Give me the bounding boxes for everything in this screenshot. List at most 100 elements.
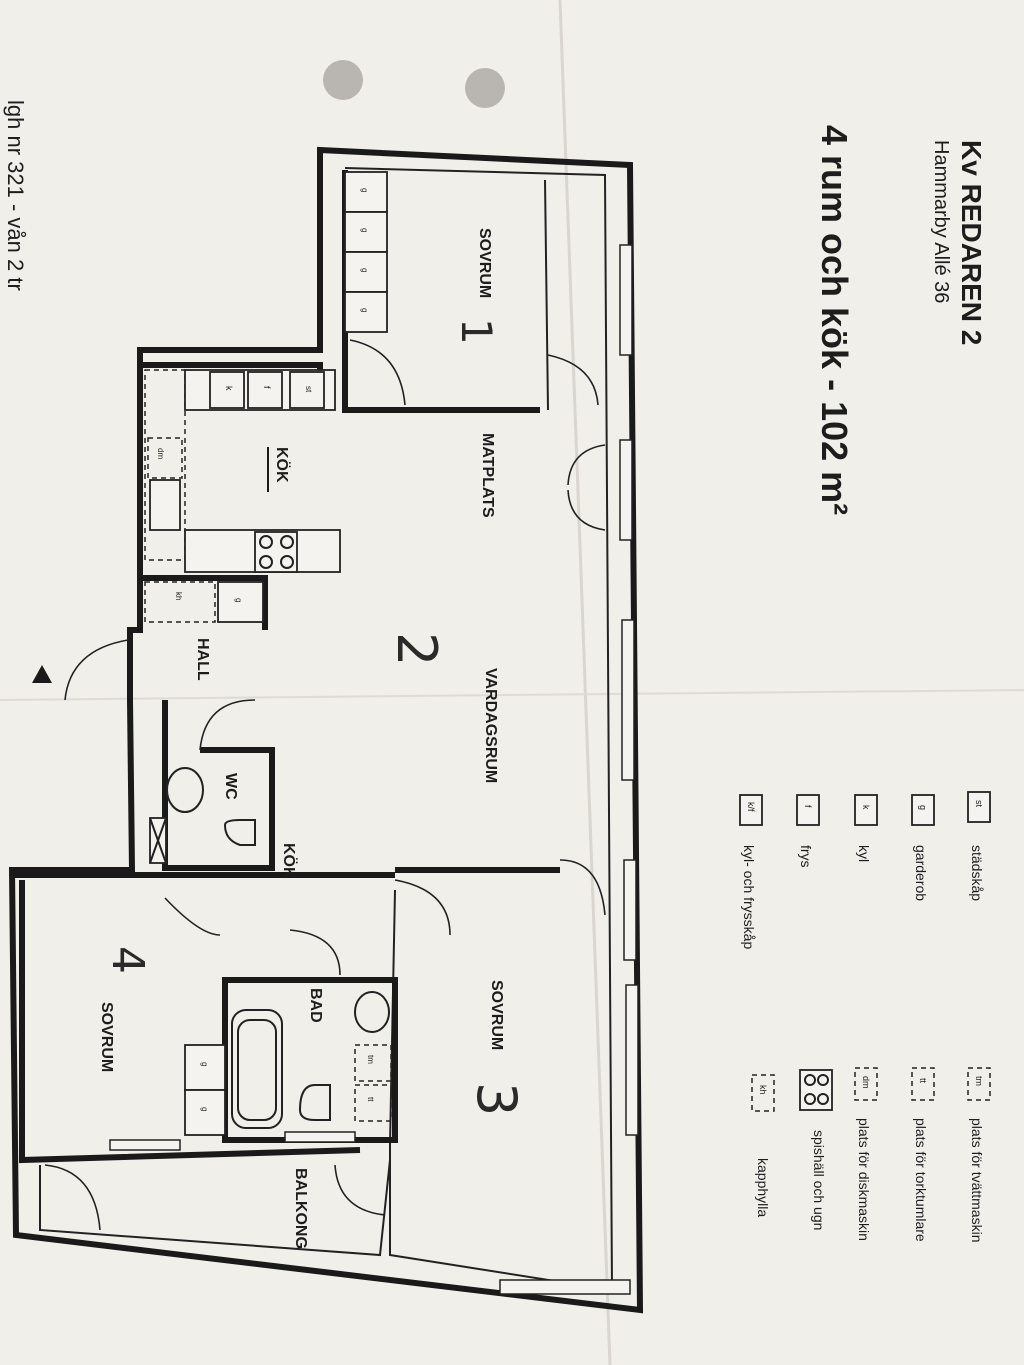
- door-arc: [289, 929, 341, 976]
- window: [623, 859, 637, 961]
- svg-text:st: st: [304, 386, 313, 393]
- bath-sink: [354, 991, 390, 1033]
- wardrobe-row: g g g g: [344, 171, 388, 333]
- legend-item: kapphylla spishäll och ugn: [799, 1069, 833, 1230]
- door-arc: [199, 699, 256, 751]
- svg-text:g: g: [360, 228, 369, 232]
- legend-item: k/f kyl- och frysskåp: [739, 794, 763, 949]
- floor-plan: g g g g k f st dm: [8, 146, 644, 1314]
- window: [109, 1139, 181, 1151]
- svg-text:plats för diskmaskin: plats för diskmaskin: [856, 1118, 872, 1241]
- entrance-door: [64, 639, 129, 701]
- svg-text:g: g: [200, 1062, 209, 1066]
- window: [619, 244, 633, 356]
- paper-fold: [558, 0, 612, 1365]
- door-arc: [394, 879, 451, 936]
- svg-text:g: g: [360, 308, 369, 312]
- handwritten-number: 4: [102, 946, 153, 974]
- door-arc: [334, 1164, 386, 1216]
- svg-text:k/f: k/f: [746, 802, 756, 812]
- legend-item: st städskåp: [967, 791, 991, 901]
- handwritten-number: 1: [452, 318, 501, 345]
- toilet: [223, 819, 256, 846]
- kitchen-counter: [144, 369, 186, 561]
- door-arc: [567, 489, 606, 531]
- svg-text:tm: tm: [974, 1076, 984, 1086]
- wardrobe-row: g g: [184, 1044, 226, 1136]
- paper-fold: [0, 689, 1024, 701]
- door-arc: [547, 354, 599, 406]
- wardrobe: [217, 581, 264, 623]
- door-arc: [164, 897, 221, 936]
- svg-text:st: st: [974, 800, 984, 808]
- legend-item: tm plats för tvättmaskin: [967, 1067, 991, 1243]
- legend-item: k kyl: [854, 794, 878, 862]
- svg-text:g: g: [918, 805, 928, 810]
- punch-hole: [465, 68, 505, 108]
- svg-text:plats för torktumlare: plats för torktumlare: [913, 1118, 929, 1242]
- apartment-size: 4 rum och kök - 102 m²: [814, 125, 855, 515]
- wall: [162, 700, 275, 871]
- svg-text:plats för tvättmaskin: plats för tvättmaskin: [969, 1118, 985, 1243]
- appliance-row: k f st: [209, 371, 325, 409]
- punch-hole: [323, 60, 363, 100]
- svg-text:f: f: [803, 805, 813, 808]
- legend-item: kh kapphylla: [751, 1074, 775, 1217]
- window: [499, 1279, 631, 1295]
- room-label-vardagsrum: VARDAGSRUM: [482, 668, 499, 783]
- svg-text:g: g: [360, 188, 369, 192]
- dryer-space: [354, 1084, 392, 1122]
- svg-text:g: g: [200, 1107, 209, 1111]
- wc-sink: [166, 767, 204, 813]
- legend-item: g garderob: [911, 794, 935, 901]
- svg-text:tm: tm: [366, 1055, 375, 1064]
- svg-text:kyl: kyl: [856, 845, 872, 862]
- wall: [544, 179, 549, 411]
- room-label-sovrum-4: SOVRUM: [98, 1002, 115, 1072]
- svg-text:k: k: [224, 386, 234, 391]
- entrance-arrow: [32, 665, 52, 683]
- window: [621, 619, 635, 781]
- window: [625, 984, 639, 1136]
- svg-text:kyl- och frysskåp: kyl- och frysskåp: [741, 845, 757, 949]
- door-arc: [44, 1164, 101, 1231]
- coat-rack: [144, 581, 216, 623]
- room-label-wc: WC: [222, 773, 239, 800]
- room-label-kok: KÖK: [273, 447, 292, 483]
- wall: [140, 575, 268, 630]
- stove: [254, 531, 298, 573]
- room-label-balkong: BALKONG: [292, 1168, 309, 1249]
- room-label-hall: HALL: [194, 638, 211, 681]
- door-arc: [349, 339, 406, 406]
- room-label-bad: BAD: [307, 988, 324, 1023]
- svg-text:tt: tt: [918, 1078, 928, 1084]
- svg-text:garderob: garderob: [913, 845, 929, 901]
- door-arc: [559, 859, 606, 916]
- sink: [149, 479, 181, 531]
- svg-text:g: g: [234, 598, 243, 602]
- svg-text:dm: dm: [156, 448, 165, 459]
- svg-text:g: g: [360, 268, 369, 272]
- room-label-sovrum-3: SOVRUM: [488, 980, 505, 1050]
- interior-outline: [344, 167, 614, 1292]
- svg-text:tt: tt: [366, 1097, 375, 1102]
- svg-text:k: k: [861, 805, 871, 810]
- bath-toilet: [298, 1084, 331, 1121]
- bathtub: [231, 1009, 283, 1129]
- svg-text:kh: kh: [758, 1085, 768, 1095]
- washer-space: [354, 1044, 392, 1082]
- legend-item: dm plats för diskmaskin: [854, 1067, 878, 1241]
- room-label-matplats: MATPLATS: [479, 433, 496, 518]
- legend-kh-label: kapphylla: [755, 1158, 771, 1217]
- svg-text:f: f: [262, 386, 272, 389]
- window: [619, 439, 633, 541]
- room-label-kok-2: KÖK: [280, 843, 299, 879]
- svg-text:dm: dm: [861, 1076, 871, 1089]
- dishwasher-space: [147, 437, 183, 479]
- apartment-number: lgh nr 321 - vån 2 tr: [3, 100, 28, 291]
- project-title: Kv REDAREN 2: [956, 140, 987, 345]
- handwritten-number: 3: [465, 1082, 528, 1116]
